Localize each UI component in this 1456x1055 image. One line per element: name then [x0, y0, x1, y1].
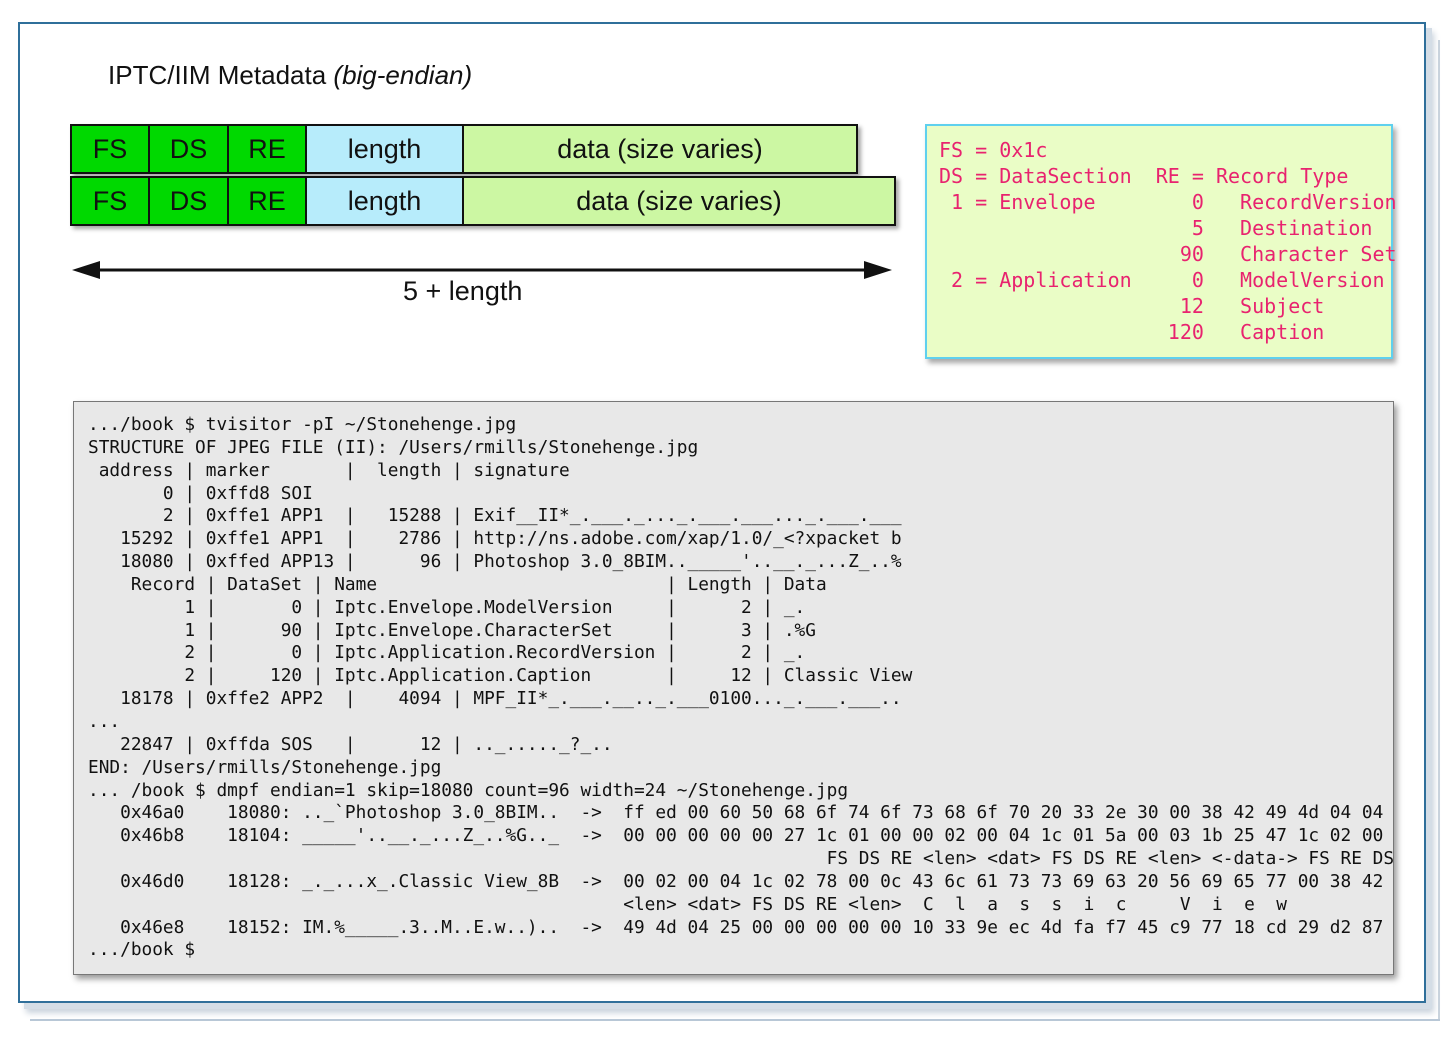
terminal-line: 0x46a0 18080: .._`Photoshop 3.0_8BIM.. -… [88, 802, 1384, 824]
title-emphasis: (big-endian) [333, 60, 473, 90]
terminal-line: address | marker | length | signature [88, 459, 570, 481]
legend-text: FS = 0x1c DS = DataSection RE = Record T… [939, 137, 1397, 345]
frame-shadow-bottom [30, 1019, 1440, 1021]
terminal-line: FS DS RE <len> <dat> FS DS RE <len> <-da… [88, 848, 1395, 870]
length-field: length [307, 126, 464, 172]
terminal-line: ... /book $ dmpf endian=1 skip=18080 cou… [88, 779, 849, 801]
legend-line: 90 Character Set [939, 242, 1397, 266]
terminal-line: 0x46e8 18152: IM.%_____.3..M..E.w..).. -… [88, 916, 1384, 938]
record-row-2: FS DS RE length data (size varies) [70, 176, 896, 226]
record-row-1: FS DS RE length data (size varies) [70, 124, 858, 174]
terminal-line: 22847 | 0xffda SOS | 12 | .._....._?_.. [88, 733, 613, 755]
ds-field: DS [150, 126, 229, 172]
legend-box: FS = 0x1c DS = DataSection RE = Record T… [925, 124, 1397, 359]
terminal-line: 1 | 0 | Iptc.Envelope.ModelVersion | 2 |… [88, 596, 806, 618]
terminal-line: <len> <dat> FS DS RE <len> C l a s s i c… [88, 893, 1287, 915]
legend-line: 120 Caption [939, 320, 1325, 344]
data-field: data (size varies) [464, 178, 894, 224]
terminal-line: ... [88, 710, 121, 732]
legend-line: FS = 0x1c [939, 138, 1048, 162]
terminal-line: 18080 | 0xffed APP13 | 96 | Photoshop 3.… [88, 551, 902, 573]
terminal-line: Record | DataSet | Name | Length | Data [88, 573, 827, 595]
terminal-line: 1 | 90 | Iptc.Envelope.CharacterSet | 3 … [88, 619, 816, 641]
data-field: data (size varies) [464, 126, 856, 172]
fs-field: FS [72, 178, 150, 224]
legend-line: 12 Subject [939, 294, 1325, 318]
legend-line: 1 = Envelope 0 RecordVersion [939, 190, 1397, 214]
terminal-line: .../book $ tvisitor -pI ~/Stonehenge.jpg [88, 414, 517, 435]
diagram-title: IPTC/IIM Metadata (big-endian) [108, 60, 472, 91]
length-field: length [307, 178, 464, 224]
legend-line: 5 Destination [939, 216, 1373, 240]
terminal-line: 0x46d0 18128: _._...x_.Classic View_8B -… [88, 870, 1384, 892]
terminal-line: .../book $ [88, 939, 196, 961]
terminal-line: 0x46b8 18104: _____'..__._...Z_..%G.._ -… [88, 825, 1384, 847]
legend-line: DS = DataSection RE = Record Type [939, 164, 1349, 188]
terminal-line: 2 | 0 | Iptc.Application.RecordVersion |… [88, 642, 806, 664]
terminal-text: .../book $ tvisitor -pI ~/Stonehenge.jpg… [88, 414, 1394, 962]
terminal-line: STRUCTURE OF JPEG FILE (II): /Users/rmil… [88, 436, 699, 458]
frame-shadow-right [1438, 40, 1440, 1020]
terminal-line: END: /Users/rmills/Stonehenge.jpg [88, 756, 442, 778]
terminal-line: 15292 | 0xffe1 APP1 | 2786 | http://ns.a… [88, 528, 902, 550]
terminal-line: 18178 | 0xffe2 APP2 | 4094 | MPF_II*_.__… [88, 688, 902, 710]
terminal-line: 2 | 0xffe1 APP1 | 15288 | Exif__II*_.___… [88, 505, 902, 527]
title-main: IPTC/IIM Metadata [108, 60, 334, 90]
re-field: RE [229, 178, 307, 224]
ds-field: DS [150, 178, 229, 224]
terminal-window: .../book $ tvisitor -pI ~/Stonehenge.jpg… [73, 401, 1394, 975]
span-label: 5 + length [403, 276, 523, 306]
terminal-line: 2 | 120 | Iptc.Application.Caption | 12 … [88, 665, 913, 687]
fs-field: FS [72, 126, 150, 172]
terminal-line: 0 | 0xffd8 SOI [88, 482, 313, 504]
re-field: RE [229, 126, 307, 172]
span-arrow-icon [72, 261, 892, 279]
legend-line: 2 = Application 0 ModelVersion [939, 268, 1385, 292]
